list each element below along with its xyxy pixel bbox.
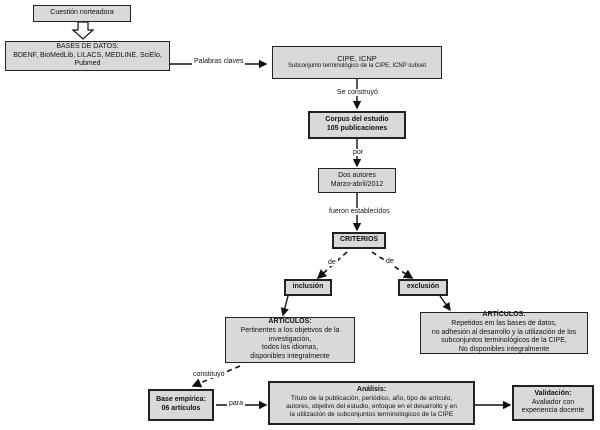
corpus-box: Corpus del estudio 105 publicaciones [308, 111, 406, 139]
question-text: Cuestión norteadora [50, 9, 114, 17]
exclusion-articles-title: ARTÍCULOS: [482, 311, 526, 319]
exclusion-articles-box: ARTÍCULOS: Repetidos em las bases de dat… [420, 311, 588, 354]
validation-title: Validación: [534, 389, 572, 397]
cipe-title: CIPE, ICNP [337, 54, 377, 64]
label-by: por [351, 149, 366, 156]
label-keywords: Palabras claves [192, 58, 246, 65]
inclusion-box: inclusión [284, 279, 332, 296]
cipe-box: CIPE, ICNP Subconjunto terminológico de … [272, 46, 442, 79]
databases-box: BASES DE DATOS: BDENF, BioMedLib, LILACS… [5, 41, 170, 71]
validation-body: Avaliador con experiencia docente [521, 398, 585, 415]
label-established: fueron establecidos [327, 208, 392, 215]
authors-line2: Marzo-abril/2012 [330, 180, 384, 188]
authors-line1: Dos autores [338, 171, 376, 179]
label-constituted: constituyó [191, 371, 227, 378]
cipe-subtitle: Subconjunto terminológico de la CIPE, IC… [288, 63, 426, 70]
exclusion-text: exclusión [406, 283, 440, 291]
edge-of-right [371, 251, 414, 279]
databases-title: BASES DE DATOS: [56, 42, 119, 50]
criteria-text: CRITERIOS [339, 236, 379, 244]
inclusion-articles-title: ARTÍCULOS: [268, 318, 312, 326]
analysis-title: Análisis: [356, 386, 387, 394]
label-of-left: de [326, 259, 338, 266]
empirical-base-box: Base empírica: 06 artículos [148, 389, 214, 421]
question-box: Cuestión norteadora [33, 5, 131, 22]
exclusion-articles-body: Repetidos em las bases de datos, no adhe… [431, 319, 577, 354]
corpus-title: Corpus del estudio [325, 116, 389, 124]
criteria-box: CRITERIOS [332, 232, 386, 249]
inclusion-text: inclusión [292, 283, 324, 291]
authors-box: Dos autores Marzo-abril/2012 [318, 168, 396, 193]
exclusion-box: exclusión [398, 279, 448, 296]
validation-box: Validación: Avaliador con experiencia do… [512, 385, 594, 421]
analysis-box: Análisis: Título de la publicación, peri… [268, 381, 475, 425]
edge-inclusion-articles [280, 295, 289, 317]
databases-list: BDENF, BioMedLib, LILACS, MEDLINE, SciEl… [13, 51, 162, 68]
hollow-arrow [71, 21, 95, 40]
corpus-count: 105 publicaciones [326, 125, 388, 132]
label-of-right: de [384, 258, 396, 265]
inclusion-articles-box: ARTÍCULOS: Pertinentes a los objetivos d… [225, 317, 355, 363]
label-for: para [227, 400, 246, 407]
analysis-body: Título de la publicación, periódico, año… [286, 395, 457, 419]
label-built: Se construyó [335, 89, 380, 96]
edge-exclusion-articles [439, 295, 451, 312]
empirical-base-text: Base empírica: 06 artículos [156, 396, 206, 412]
inclusion-articles-body: Pertinentes a los objetivos de la invest… [240, 326, 340, 361]
